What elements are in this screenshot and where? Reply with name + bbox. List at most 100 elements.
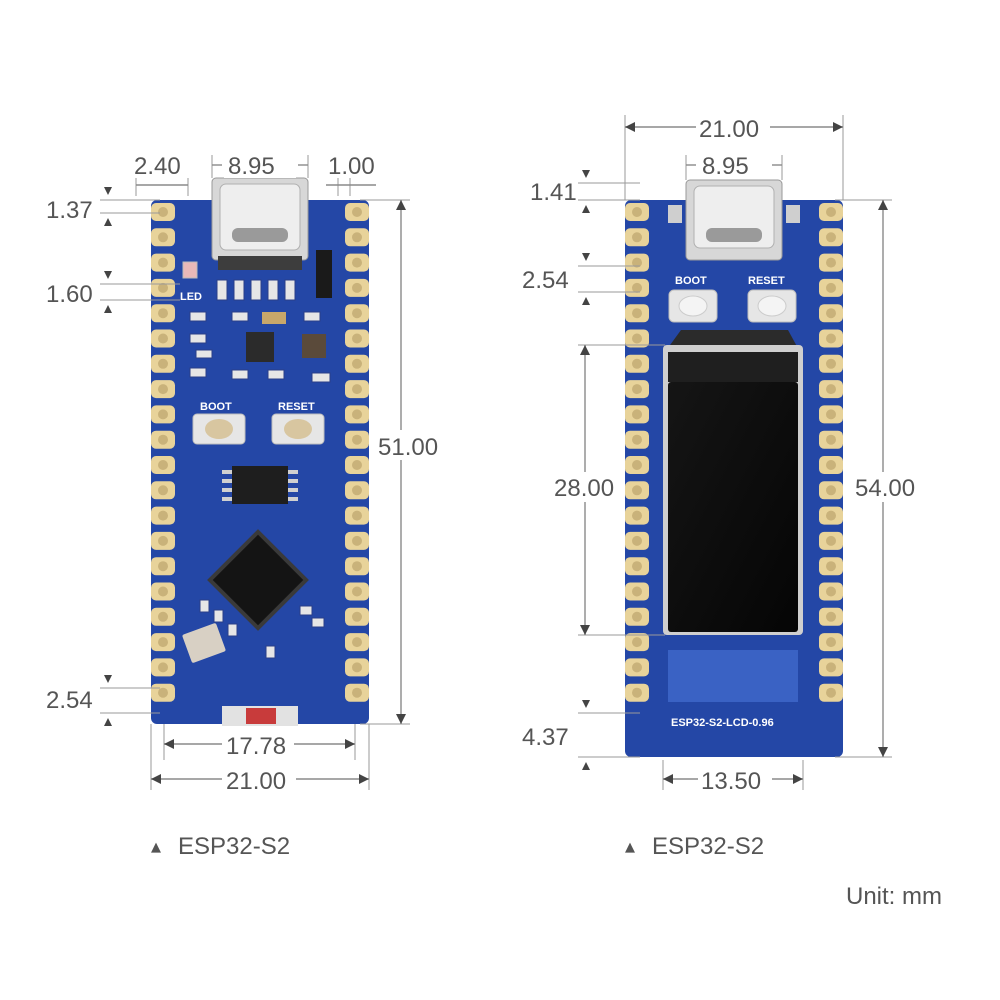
- led-component: [182, 261, 198, 279]
- pin-pad-hole: [158, 662, 168, 673]
- reset-button-label: RESET: [748, 275, 785, 287]
- unit-label: Unit: mm: [846, 883, 942, 910]
- bottom-connector: [222, 706, 298, 726]
- pin-pad-hole: [632, 282, 642, 293]
- caption-right: ▲ ESP32-S2: [625, 833, 764, 860]
- dim-top-left: 2.40: [134, 153, 181, 180]
- pin-pad-hole: [632, 460, 642, 470]
- pin-pad-hole: [826, 358, 836, 369]
- pin-pad-hole: [826, 535, 836, 546]
- pin-pad-hole: [632, 434, 642, 445]
- pin-pad-hole: [158, 586, 168, 597]
- pin-pad-hole: [158, 409, 168, 420]
- pin-pad-hole: [826, 637, 836, 648]
- dimension-lines-right: [578, 115, 892, 790]
- pin-pads-right: [819, 203, 843, 702]
- smd-crystal: [262, 312, 286, 324]
- pin-pad-hole: [826, 232, 836, 243]
- dim-height: 54.00: [855, 475, 915, 502]
- pin-pad-hole: [352, 485, 362, 496]
- pin-pad-hole: [632, 384, 642, 395]
- pin-pad-hole: [352, 662, 362, 673]
- pin-pad-hole: [632, 561, 642, 572]
- pin-pad-hole: [158, 535, 168, 546]
- pin-pad-hole: [826, 308, 836, 319]
- pin-pad-hole: [158, 611, 168, 622]
- pin-pad-hole: [826, 485, 836, 496]
- boot-button: [192, 413, 246, 445]
- dim-usb-width: 8.95: [228, 153, 275, 180]
- dimension-labels-left: 2.40 8.95 1.00 1.37 1.60 51.00 2.54 17.7…: [46, 150, 445, 795]
- pin-pad-hole: [352, 586, 362, 597]
- pin-pad-hole: [158, 282, 168, 293]
- pin-pads-left: [625, 203, 649, 702]
- board-esp32-s2-lcd: BOOT RESET ESP32-S2-LCD-0.96: [625, 179, 843, 757]
- pin-pad-hole: [826, 434, 836, 445]
- usb-c-connector: [211, 177, 309, 270]
- pin-pad-hole: [352, 333, 362, 344]
- pin-pad-hole: [158, 510, 168, 521]
- pin-pad-hole: [352, 358, 362, 369]
- pin-pad-hole: [352, 308, 362, 319]
- pin-pad-hole: [158, 561, 168, 572]
- pin-pad-hole: [158, 207, 168, 217]
- smd-ic-small: [246, 332, 274, 362]
- smd-components: [189, 279, 331, 383]
- pin-pad-hole: [158, 460, 168, 470]
- pin-pad-hole: [826, 510, 836, 521]
- pin-pad-hole: [826, 662, 836, 673]
- triangle-icon: ▲: [151, 840, 161, 855]
- board-caption: ESP32-S2: [178, 833, 290, 860]
- pin-pad-hole: [632, 207, 642, 217]
- pin-pad-hole: [352, 637, 362, 648]
- pin-pad-hole: [632, 586, 642, 597]
- pin-pad-hole: [158, 358, 168, 369]
- dim-pin-span: 17.78: [226, 733, 286, 760]
- dim-first-pin: 1.41: [530, 179, 577, 206]
- smd-inductor: [316, 250, 332, 298]
- dim-width: 21.00: [226, 768, 286, 795]
- pin-pad-hole: [352, 257, 362, 268]
- dim-height: 51.00: [378, 434, 438, 461]
- board-esp32-s2: LED BOOT RESET: [151, 177, 369, 726]
- pin-pad-hole: [352, 384, 362, 395]
- pin-pad-hole: [352, 561, 362, 572]
- pin-pad-hole: [158, 257, 168, 268]
- dim-lcd-height: 28.00: [554, 475, 614, 502]
- pin-pad-hole: [352, 207, 362, 217]
- reset-button: [271, 413, 325, 445]
- pin-pad-hole: [632, 687, 642, 698]
- pin-pad-hole: [352, 282, 362, 293]
- pin-pad-hole: [826, 687, 836, 698]
- pin-pad-hole: [826, 409, 836, 420]
- pin-pad-hole: [632, 409, 642, 420]
- dim-pin-pitch: 2.54: [522, 267, 569, 294]
- pin-pad-hole: [352, 510, 362, 521]
- pin-pad-hole: [632, 662, 642, 673]
- pin-pad-hole: [158, 434, 168, 445]
- pin-pad-hole: [352, 611, 362, 622]
- pin-pad-hole: [826, 282, 836, 293]
- dimension-labels-right: 21.00 8.95 1.41 2.54 28.00 54.00 4.37 13…: [522, 114, 924, 795]
- boot-button-label: BOOT: [200, 401, 232, 413]
- pin-pad-hole: [352, 687, 362, 698]
- boot-button: [668, 289, 718, 323]
- boot-button-label: BOOT: [675, 275, 707, 287]
- dim-width: 21.00: [699, 116, 759, 143]
- pin-pad-hole: [158, 308, 168, 319]
- dim-first-pin: 1.37: [46, 197, 93, 224]
- pin-pad-hole: [158, 333, 168, 344]
- pin-pad-hole: [826, 257, 836, 268]
- pin-pad-hole: [826, 611, 836, 622]
- led-label: LED: [180, 291, 202, 303]
- crystal-oscillator: [182, 623, 226, 663]
- model-label: ESP32-S2-LCD-0.96: [671, 717, 774, 729]
- triangle-icon: ▲: [625, 840, 635, 855]
- pin-pad-hole: [158, 687, 168, 698]
- pin-pad-hole: [632, 333, 642, 344]
- pin-pads-right: [345, 203, 369, 702]
- pin-pad-hole: [158, 637, 168, 648]
- pcb-traces: [668, 650, 798, 702]
- pin-pad-hole: [352, 232, 362, 243]
